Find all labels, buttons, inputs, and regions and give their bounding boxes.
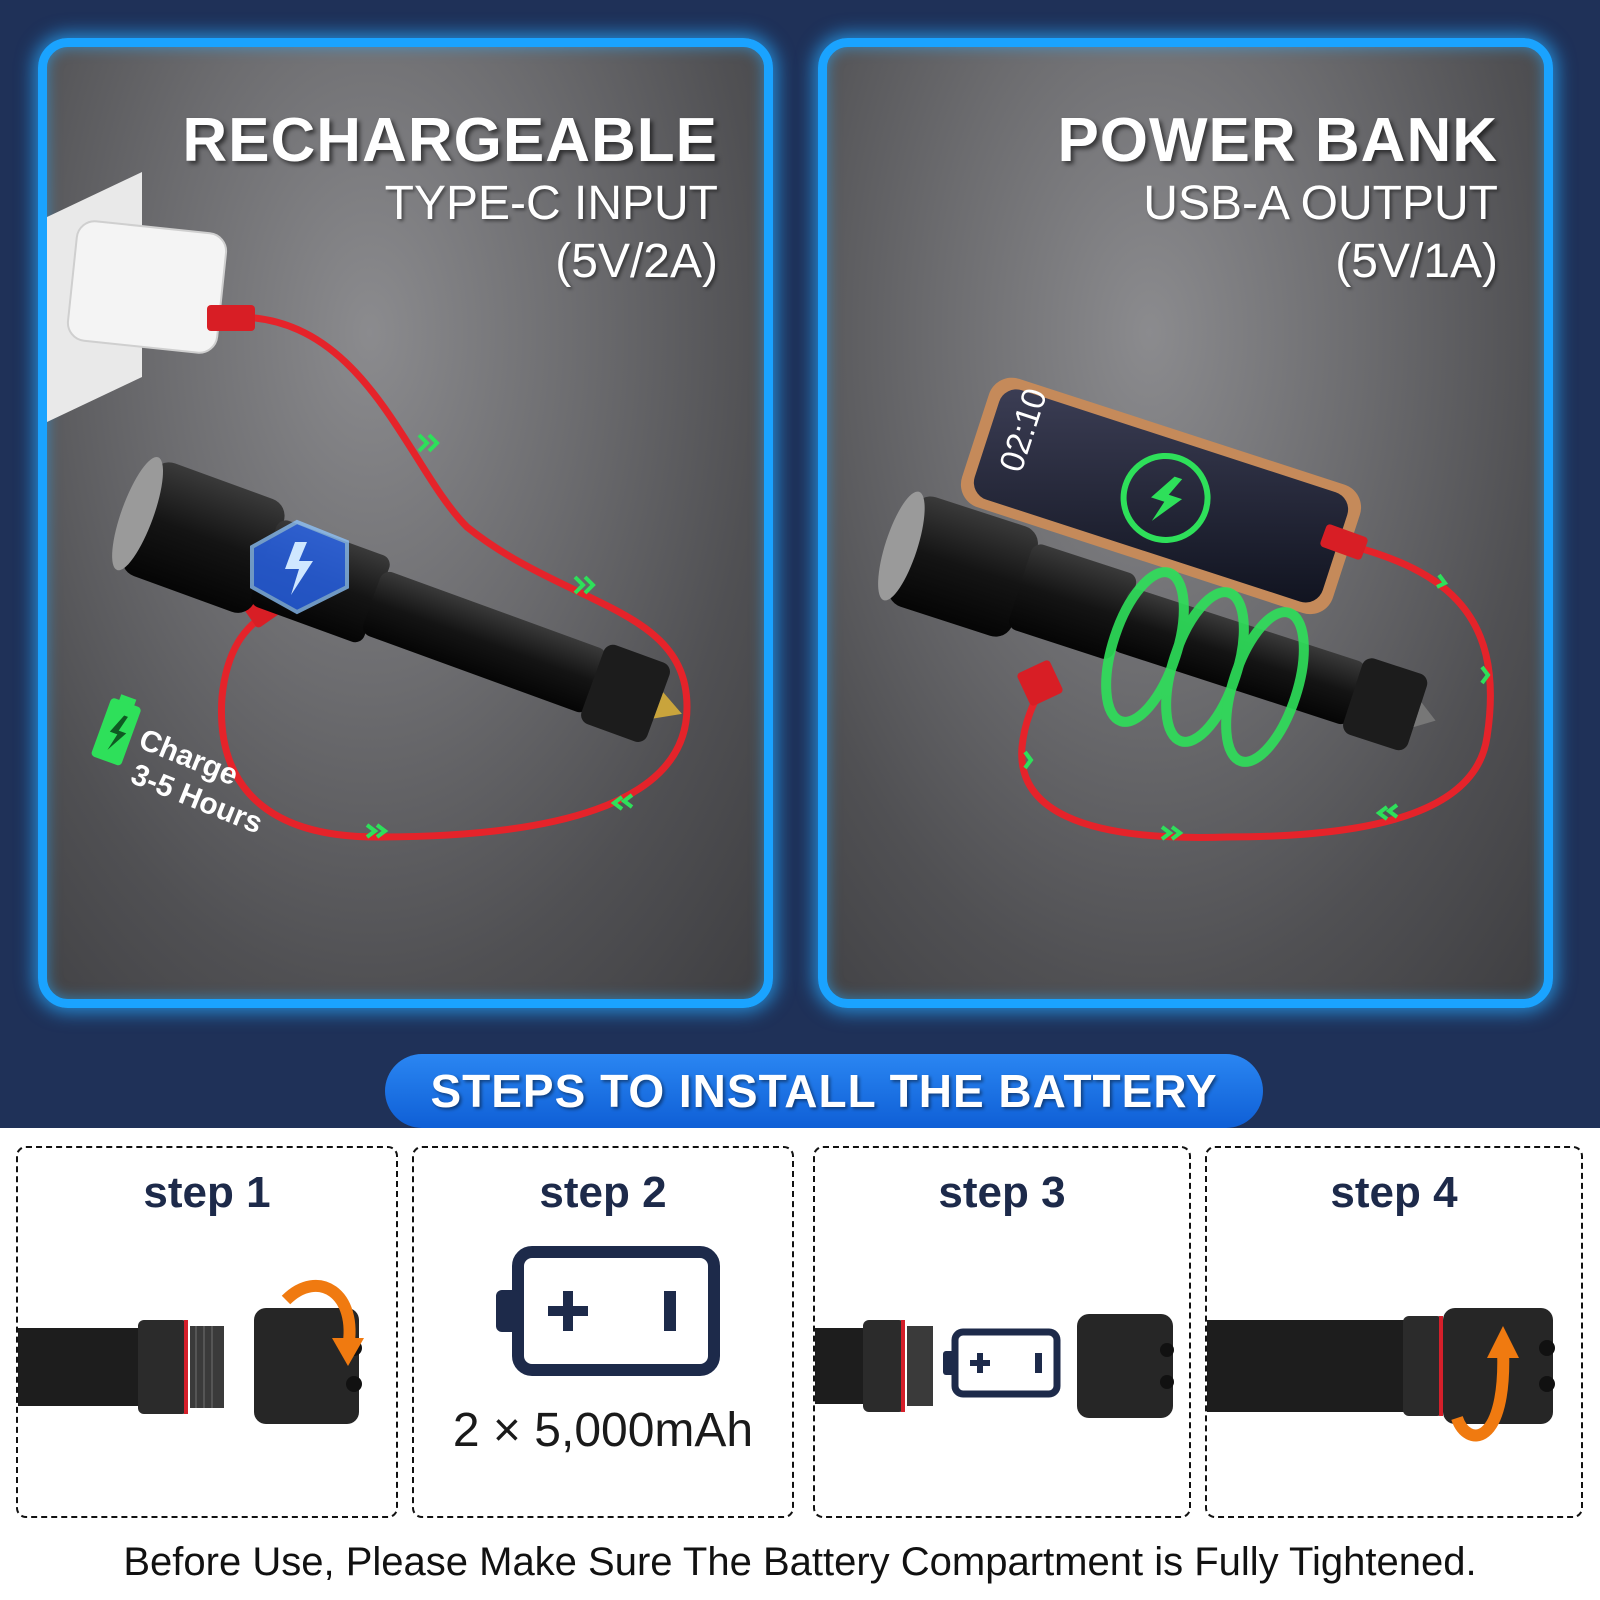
steps-section: step 1 step 2 2 × 5,000mAh — [0, 1128, 1600, 1600]
battery-capacity: 2 × 5,000mAh — [452, 1404, 754, 1457]
safety-note: Before Use, Please Make Sure The Battery… — [123, 1540, 1477, 1584]
cable-chevrons — [365, 433, 634, 839]
step-1-card: step 1 — [16, 1146, 398, 1518]
output-port-label: USB-A OUTPUT — [1143, 177, 1498, 230]
output-cable — [1018, 538, 1494, 841]
tail-cap — [254, 1308, 359, 1424]
tighten-arrow-icon — [1451, 1326, 1519, 1442]
input-rating-label: (5V/2A) — [555, 235, 718, 288]
power-wave-rings-icon — [1101, 567, 1309, 767]
tighten-cap-illustration — [1207, 1308, 1555, 1442]
charging-illustration: Charge 3-5 Hours — [47, 172, 691, 841]
step-2-card: step 2 2 × 5,000mAh — [412, 1146, 794, 1518]
insert-battery-illustration — [815, 1314, 1174, 1418]
green-battery-icon — [91, 694, 141, 766]
smartphone: 02:10 — [960, 377, 1362, 615]
output-spec: USB-A OUTPUT (5V/1A) — [1143, 175, 1498, 291]
step-2-title: step 2 — [539, 1168, 667, 1217]
step-4-title: step 4 — [1330, 1168, 1458, 1217]
charging-cable — [217, 313, 691, 841]
phone-plug — [1320, 524, 1368, 560]
step-3-title: step 3 — [938, 1168, 1066, 1217]
output-rating-label: (5V/1A) — [1335, 235, 1498, 288]
tail-cap — [1077, 1314, 1173, 1418]
input-spec: TYPE-C INPUT (5V/2A) — [385, 175, 718, 291]
protection-shield-icon — [250, 519, 349, 615]
usb-plug — [207, 305, 255, 331]
rotate-arrow-icon — [281, 1279, 364, 1366]
step-4-card: step 4 — [1205, 1146, 1583, 1518]
small-battery-icon — [943, 1328, 1061, 1398]
power-bank-panel: 02:10 POWER BANK USB-A OU — [818, 38, 1553, 1008]
power-bank-title: POWER BANK — [1057, 106, 1498, 175]
battery-icon — [496, 1246, 720, 1376]
step-3-card: step 3 — [813, 1146, 1191, 1518]
usb-a-plug — [1017, 660, 1063, 706]
wall-charger — [66, 220, 228, 354]
charging-bolt-icon — [1151, 476, 1183, 521]
flashlight — [112, 457, 682, 742]
power-bank-illustration: 02:10 — [878, 377, 1494, 841]
rechargeable-panel: Charge 3-5 Hours RECHARGEABLE TYPE-C INP… — [38, 38, 773, 1008]
step-1-title: step 1 — [143, 1168, 271, 1217]
cable-chevrons — [1023, 573, 1491, 841]
input-port-label: TYPE-C INPUT — [384, 177, 718, 230]
rechargeable-title: RECHARGEABLE — [182, 106, 718, 175]
steps-banner: STEPS TO INSTALL THE BATTERY — [385, 1054, 1263, 1128]
unscrew-cap-illustration — [18, 1279, 364, 1424]
